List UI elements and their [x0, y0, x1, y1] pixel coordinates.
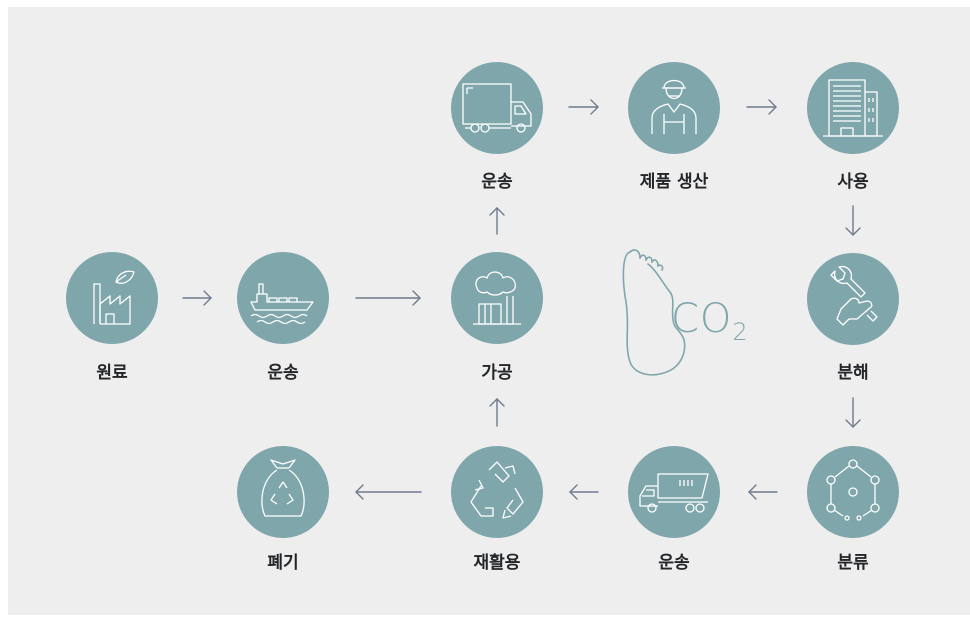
raw-material-node	[66, 252, 158, 344]
production-node	[628, 62, 720, 154]
trash-bag-icon	[261, 459, 305, 517]
sorting-node	[807, 446, 899, 538]
disassembly-label: 분해	[837, 363, 869, 383]
co2-text: CO2	[671, 296, 749, 346]
arrow-left	[748, 484, 778, 500]
arrow-right	[355, 290, 421, 306]
raw-material-label: 원료	[96, 363, 128, 383]
arrow-left	[355, 484, 422, 500]
disposal-label: 폐기	[267, 553, 299, 573]
building-icon	[823, 79, 883, 137]
co2-subscript: 2	[732, 318, 749, 346]
transport-dump-node	[628, 446, 720, 538]
transport-ship-node	[237, 252, 329, 344]
wrench-hand-icon	[830, 265, 878, 326]
transport-dump-label: 운송	[658, 553, 690, 573]
arrow-right	[182, 290, 212, 306]
processing-node	[451, 252, 543, 344]
processing-label: 가공	[481, 363, 513, 383]
disposal-node	[237, 446, 329, 538]
use-label: 사용	[837, 172, 869, 192]
transport-ship-label: 운송	[267, 363, 299, 383]
sorting-label: 분류	[837, 553, 869, 573]
factory-leaf-icon	[93, 270, 135, 325]
arrow-right	[746, 99, 777, 115]
truck-icon	[462, 83, 532, 133]
cargo-ship-icon	[250, 283, 314, 325]
recycle-icon	[470, 461, 524, 519]
disassembly-node	[807, 253, 899, 345]
worker-icon	[651, 79, 697, 134]
co2-main: CO	[671, 296, 733, 342]
arrow-left	[569, 484, 599, 500]
arrow-down	[845, 205, 861, 236]
arrow-up	[489, 398, 505, 427]
transport-truck-label: 운송	[481, 172, 513, 192]
transport-truck-node	[451, 62, 543, 154]
use-node	[807, 62, 899, 154]
dump-truck-icon	[639, 473, 709, 513]
arrow-down	[845, 397, 861, 428]
factory-smoke-icon	[473, 271, 521, 325]
recycling-label: 재활용	[473, 553, 521, 573]
arrow-up	[489, 207, 505, 235]
arrow-right	[568, 99, 599, 115]
footprint-icon	[622, 249, 686, 376]
production-label: 제품 생산	[639, 172, 709, 192]
recycling-node	[451, 446, 543, 538]
network-nodes-icon	[826, 459, 880, 521]
